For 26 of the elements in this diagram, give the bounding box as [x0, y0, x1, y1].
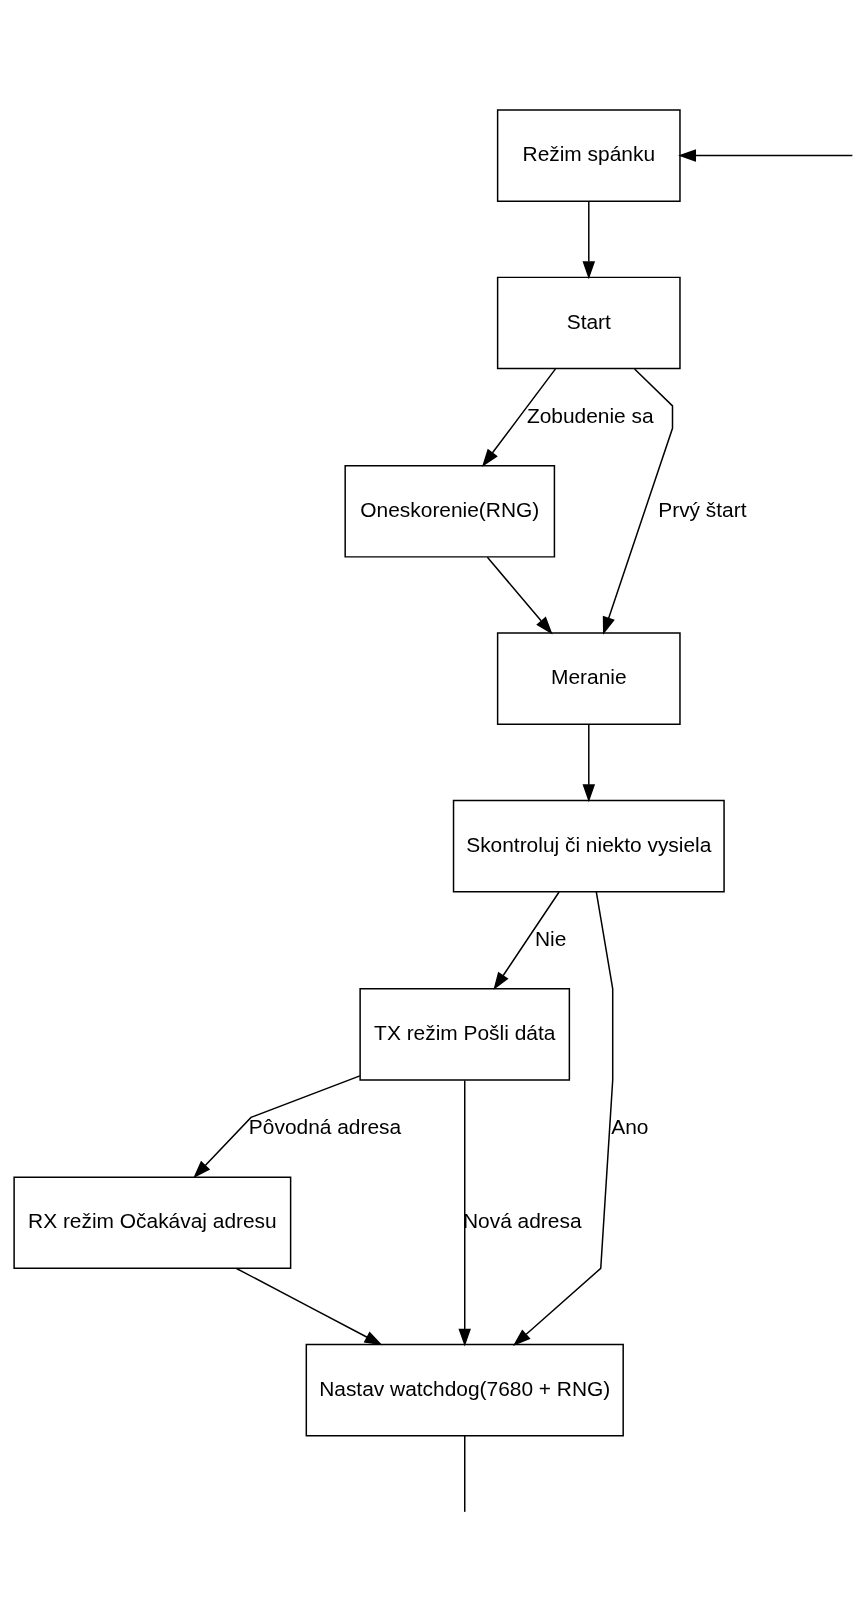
arrow — [481, 367, 557, 467]
arrow — [582, 200, 596, 279]
arrow — [193, 1074, 361, 1178]
edge-label: Zobudenie sa — [526, 403, 654, 427]
arrow — [512, 890, 614, 1346]
arrow — [493, 890, 560, 990]
arrow — [602, 367, 674, 635]
node-box: Meranie — [496, 631, 681, 725]
node-box: TX režim Pošli dáta — [359, 987, 571, 1081]
node-box: Režim spánku — [496, 108, 681, 202]
arrow — [678, 148, 854, 162]
node-box: Start — [496, 276, 681, 369]
arrow — [458, 1079, 472, 1347]
edge-label: Nová adresa — [463, 1208, 582, 1232]
connector — [464, 1434, 466, 1513]
arrow — [235, 1267, 383, 1345]
edge-label: Pôvodná adresa — [248, 1114, 402, 1138]
arrow — [582, 723, 596, 802]
edge-label: Prvý štart — [658, 497, 747, 521]
arrow — [486, 556, 553, 634]
node-box: Skontroluj či niekto vysiela — [452, 799, 725, 892]
node-box: Oneskorenie(RNG) — [344, 464, 556, 558]
edge-label: Nie — [535, 926, 567, 950]
node-box: RX režim Očakávaj adresu — [13, 1175, 292, 1269]
edge-label: Ano — [611, 1114, 649, 1138]
node-box: Nastav watchdog(7680 + RNG) — [305, 1343, 624, 1436]
